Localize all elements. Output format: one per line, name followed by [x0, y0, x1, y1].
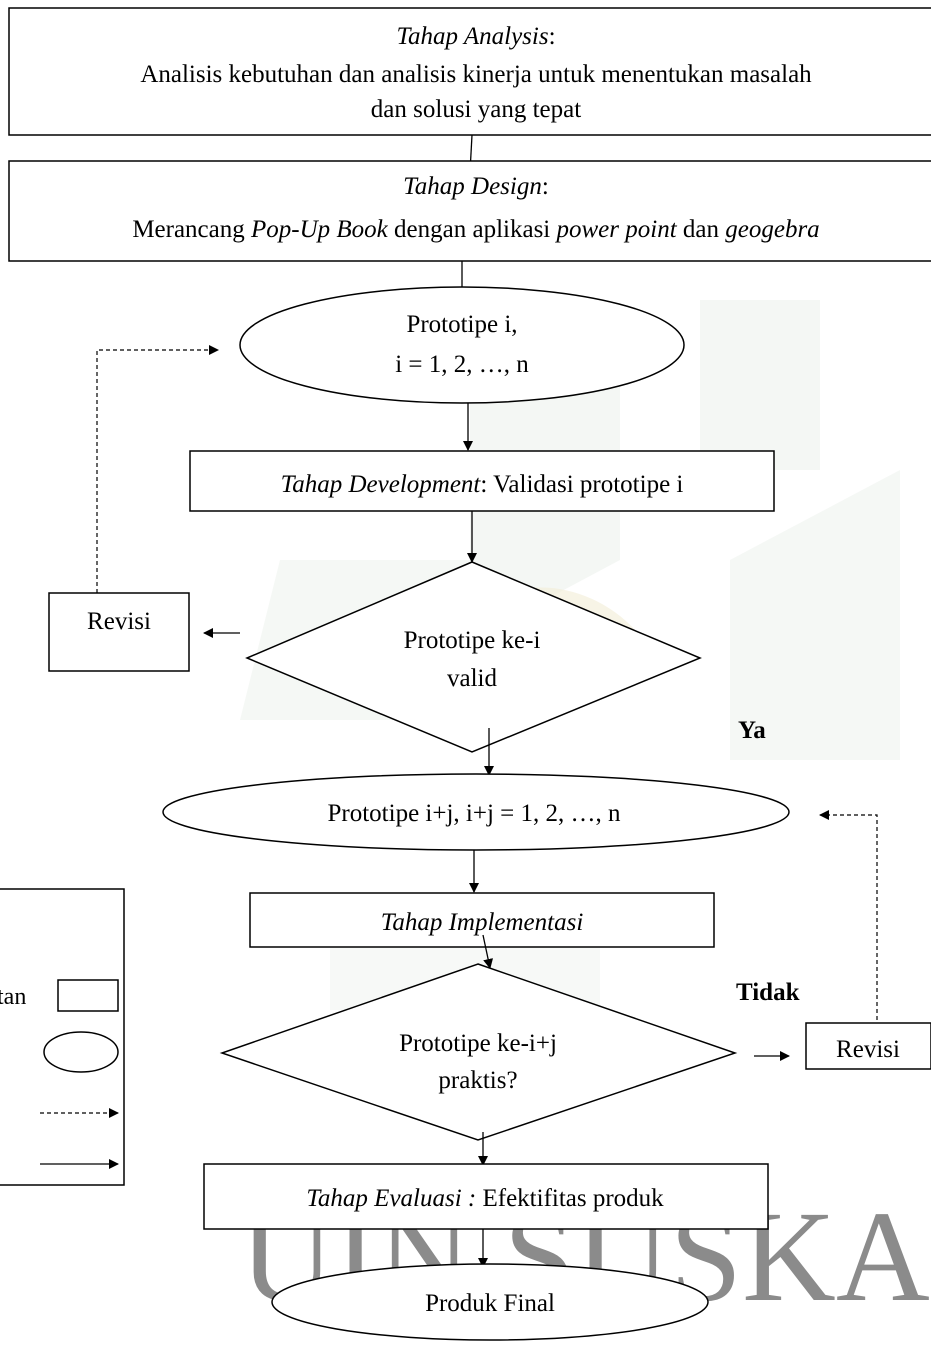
legend-partial-label: tan	[0, 984, 26, 1010]
evaluasi-text: Tahap Evaluasi : Efektifitas produk	[306, 1185, 664, 1212]
revisi-right-label: Revisi	[836, 1036, 900, 1063]
proto2-text: Prototipe i+j, i+j = 1, 2, …, n	[328, 800, 621, 827]
legend: tan	[0, 888, 125, 1186]
analysis-line2: dan solusi yang tepat	[371, 96, 581, 123]
development-stage: Tahap Development: Validasi prototipe i	[189, 450, 775, 512]
dashed-arrow-revisi-left	[96, 345, 219, 593]
implementasi-stage: Tahap Implementasi	[249, 892, 715, 948]
design-stage: Tahap Design: Merancang Pop-Up Book deng…	[8, 160, 931, 262]
praktis-line2: praktis?	[438, 1067, 517, 1094]
design-description: Merancang Pop-Up Book dengan aplikasi po…	[132, 216, 819, 243]
final-ellipse: Produk Final	[271, 1263, 709, 1341]
prototype-ellipse: Prototipe i, i = 1, 2, …, n	[239, 286, 685, 404]
analysis-line1: Analisis kebutuhan dan analisis kinerja …	[140, 61, 812, 88]
implementasi-label: Tahap Implementasi	[381, 909, 584, 936]
design-title: Tahap Design	[403, 173, 542, 200]
arrow-implementasi-praktis	[482, 934, 494, 969]
proto1-line1: Prototipe i,	[406, 311, 517, 338]
revisi-left-label: Revisi	[87, 608, 151, 635]
valid-decision: Prototipe ke-i valid	[245, 561, 702, 753]
legend-rect-sample	[57, 979, 119, 1012]
praktis-line1: Prototipe ke-i+j	[399, 1030, 557, 1057]
dashed-arrow-revisi-right	[819, 810, 878, 1020]
valid-line1: Prototipe ke-i	[404, 627, 541, 654]
svg-text:Tahap Analysis:: Tahap Analysis:	[396, 23, 555, 50]
evaluasi-stage: Tahap Evaluasi : Efektifitas produk	[203, 1163, 769, 1230]
praktis-decision: Prototipe ke-i+j praktis?	[219, 963, 738, 1141]
prototype-ellipse-2: Prototipe i+j, i+j = 1, 2, …, n	[162, 773, 790, 851]
tidak-label: Tidak	[736, 979, 800, 1006]
final-label: Produk Final	[425, 1290, 555, 1317]
valid-line2: valid	[447, 665, 497, 692]
analysis-stage: Tahap Analysis: Analisis kebutuhan dan a…	[8, 7, 931, 136]
proto1-line2: i = 1, 2, …, n	[395, 351, 529, 378]
revisi-left: Revisi	[48, 592, 190, 672]
svg-text:Tahap Design:: Tahap Design:	[403, 173, 549, 200]
development-title: Tahap Development	[281, 471, 482, 498]
analysis-title: Tahap Analysis	[396, 23, 548, 50]
revisi-right: Revisi	[805, 1022, 931, 1070]
ya-label: Ya	[738, 717, 766, 744]
legend-ellipse-sample	[43, 1031, 119, 1073]
svg-text:Tahap Development: Validasi pr: Tahap Development: Validasi prototipe i	[281, 471, 684, 498]
